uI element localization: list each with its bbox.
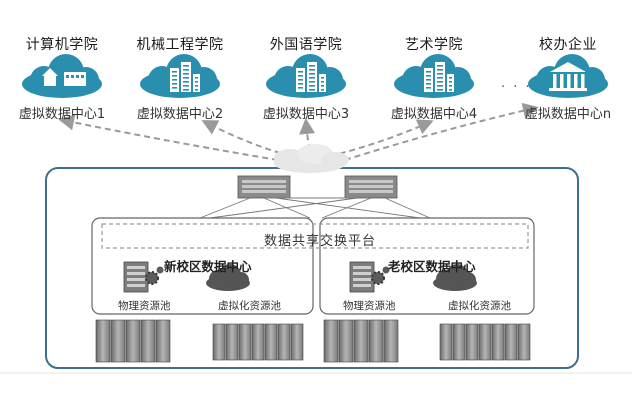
server-rack-icon bbox=[238, 323, 252, 361]
bank-icon bbox=[549, 62, 587, 91]
server-rack-icon bbox=[155, 319, 171, 363]
college-name-5: 校办企业 bbox=[539, 37, 597, 53]
new-campus-virtual-pool-label: 虚拟化资源池 bbox=[218, 300, 281, 312]
ellipsis: · · · bbox=[501, 80, 532, 95]
virtual-dc-label-1: 虚拟数据中心1 bbox=[18, 107, 106, 122]
server-rack-icon bbox=[338, 319, 354, 363]
server-rack-icon bbox=[323, 319, 339, 363]
core-cloud-icon bbox=[274, 144, 349, 173]
college-name-2: 机械工程学院 bbox=[136, 37, 224, 53]
dashed-arrow-1 bbox=[58, 114, 279, 161]
virtual-dc-label-5: 虚拟数据中心n bbox=[524, 107, 612, 122]
old-campus-title: 老校区数据中心 bbox=[388, 259, 476, 274]
old-campus-virtual-pool-label: 虚拟化资源池 bbox=[448, 300, 511, 312]
new-campus-physical-pool-label: 物理资源池 bbox=[118, 300, 171, 312]
server-rack-icon bbox=[277, 323, 291, 361]
server-rack-icon bbox=[110, 319, 126, 363]
server-rack-icon bbox=[95, 319, 111, 363]
virtual-dc-label-2: 虚拟数据中心2 bbox=[136, 107, 224, 122]
switch-links bbox=[199, 197, 431, 219]
server-rack-icon bbox=[251, 323, 265, 361]
server-rack-icon bbox=[383, 319, 399, 363]
platform-label: 数据共享交换平台 bbox=[263, 234, 376, 249]
office-building-icon bbox=[296, 62, 326, 92]
server-rack-icon bbox=[225, 323, 239, 361]
server-racks bbox=[95, 319, 531, 363]
server-rack-icon bbox=[125, 319, 141, 363]
dashed-arrow-5 bbox=[344, 102, 539, 161]
server-rack-icon bbox=[478, 323, 492, 361]
college-name-4: 艺术学院 bbox=[405, 37, 463, 53]
server-rack-icon bbox=[452, 323, 466, 361]
server-rack-icon bbox=[491, 323, 505, 361]
server-rack-icon bbox=[517, 323, 531, 361]
server-rack-icon bbox=[212, 323, 226, 361]
campus-building-icon bbox=[42, 68, 86, 86]
college-cloud-2 bbox=[140, 54, 220, 98]
dashed-arrow-2 bbox=[201, 120, 291, 157]
server-rack-icon bbox=[465, 323, 479, 361]
old-campus-physical-pool-label: 物理资源池 bbox=[343, 300, 396, 312]
office-building-icon bbox=[424, 62, 454, 92]
virtual-dc-label-3: 虚拟数据中心3 bbox=[262, 107, 350, 122]
core-switch-left-icon bbox=[237, 175, 291, 199]
server-rack-icon bbox=[504, 323, 518, 361]
server-rack-icon bbox=[439, 323, 453, 361]
virtual-pool-cloud-icon bbox=[433, 264, 477, 291]
virtual-dc-label-4: 虚拟数据中心4 bbox=[390, 107, 478, 122]
college-cloud-1 bbox=[22, 54, 102, 98]
college-cloud-5 bbox=[528, 54, 608, 98]
server-rack-icon bbox=[290, 323, 304, 361]
platform-band bbox=[101, 223, 529, 249]
server-rack-icon bbox=[140, 319, 156, 363]
virtual-pool-cloud-icon bbox=[206, 264, 250, 291]
college-cloud-3 bbox=[266, 54, 346, 98]
college-cloud-4 bbox=[394, 54, 474, 98]
new-campus-title: 新校区数据中心 bbox=[164, 259, 252, 274]
server-rack-icon bbox=[353, 319, 369, 363]
physical-server-icon bbox=[349, 261, 390, 293]
physical-server-icon bbox=[123, 261, 164, 293]
server-rack-icon bbox=[368, 319, 384, 363]
college-name-1: 计算机学院 bbox=[25, 37, 99, 53]
server-rack-icon bbox=[264, 323, 278, 361]
college-name-3: 外国语学院 bbox=[269, 37, 343, 53]
office-building-icon bbox=[170, 62, 200, 92]
core-switch-right-icon bbox=[344, 175, 398, 199]
